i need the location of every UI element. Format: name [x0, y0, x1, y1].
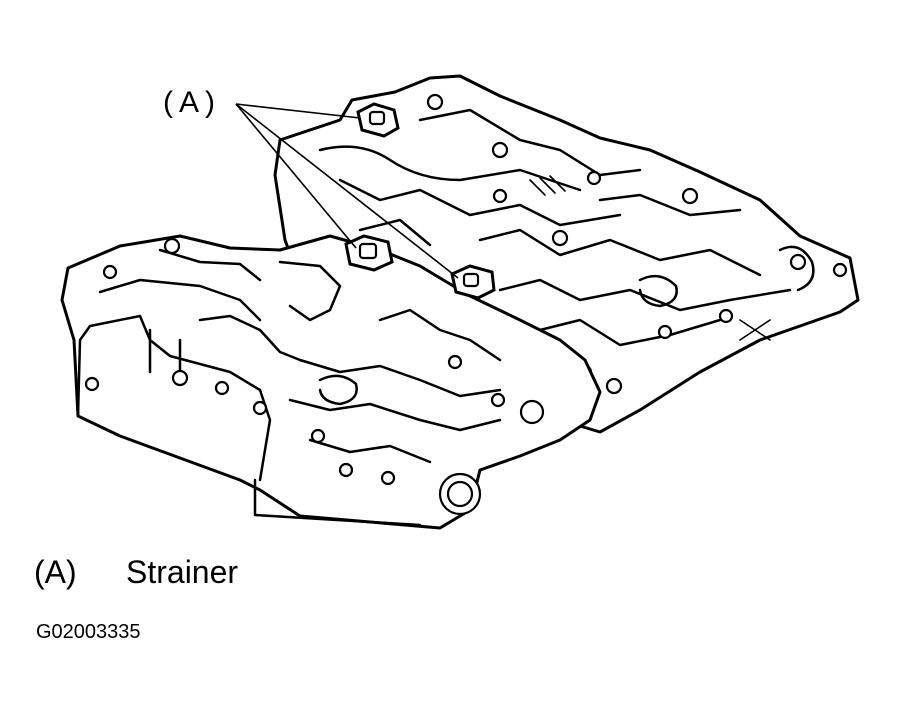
- strainer-right: [450, 264, 496, 300]
- callout-label-a: (A): [163, 86, 221, 119]
- callout-leader-lines: [235, 103, 459, 279]
- figure-id: G02003335: [36, 621, 141, 643]
- strainer-middle: [344, 234, 394, 272]
- strainer-upper: [356, 102, 400, 138]
- legend-description: Strainer: [126, 554, 239, 590]
- legend-key: (A): [34, 554, 77, 590]
- valve-body-illustration: [60, 74, 860, 530]
- lower-valve-body: [60, 234, 602, 530]
- legend: (A) Strainer: [34, 556, 238, 588]
